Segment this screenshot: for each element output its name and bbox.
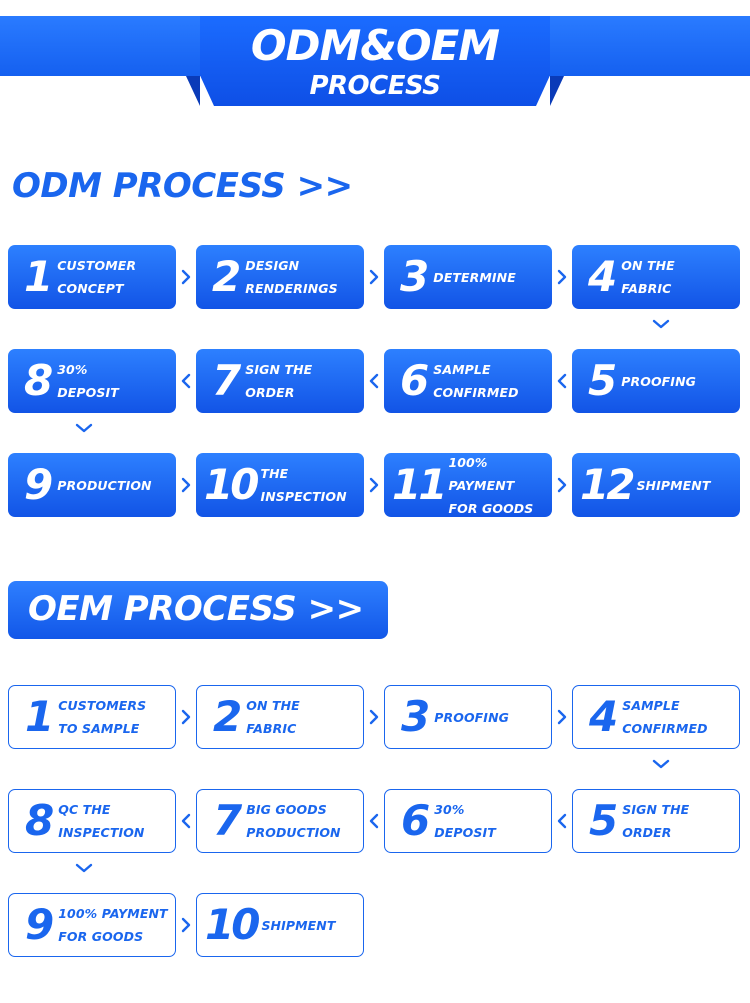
step-number: 9 xyxy=(24,460,53,509)
step-label: PROOFING xyxy=(621,373,696,389)
header-banner: ODM&OEM PROCESS xyxy=(0,0,750,108)
step-number: 3 xyxy=(400,252,429,301)
banner-fold-left xyxy=(186,76,200,106)
step-number: 9 xyxy=(25,900,54,949)
step-number: 4 xyxy=(588,252,617,301)
chevron-down-icon xyxy=(652,319,670,329)
step-label: 30% DEPOSIT xyxy=(57,362,119,400)
oem-heading: OEM PROCESS >> xyxy=(28,589,364,629)
oem-heading-box: OEM PROCESS >> xyxy=(8,581,388,639)
step-number: 8 xyxy=(25,796,54,845)
step-number: 6 xyxy=(400,356,429,405)
step-number: 3 xyxy=(401,692,430,741)
chevron-down-icon xyxy=(75,863,93,873)
chevron-left-icon xyxy=(369,813,379,829)
chevron-right-icon xyxy=(369,269,379,285)
step-number: 2 xyxy=(212,252,241,301)
banner-fold-right xyxy=(550,76,564,106)
step-number: 2 xyxy=(213,692,242,741)
step-label: 100% PAYMENT FOR GOODS xyxy=(58,906,168,944)
odm-heading: ODM PROCESS >> xyxy=(12,166,353,206)
chevron-left-icon xyxy=(557,373,567,389)
chevron-down-icon xyxy=(652,759,670,769)
step-label: SAMPLE CONFIRMED xyxy=(433,362,519,400)
step-number: 6 xyxy=(401,796,430,845)
chevron-left-icon xyxy=(557,813,567,829)
banner-subtitle: PROCESS xyxy=(309,71,441,101)
step-number: 10 xyxy=(205,900,260,949)
chevron-right-icon xyxy=(369,477,379,493)
step-label: BIG GOODS PRODUCTION xyxy=(246,802,341,840)
step-label: PROOFING xyxy=(434,709,509,725)
chevron-right-icon xyxy=(369,709,379,725)
step-label: CUSTOMER CONCEPT xyxy=(57,258,137,296)
step-label: CUSTOMERS TO SAMPLE xyxy=(58,698,147,736)
step-number: 5 xyxy=(589,796,618,845)
step-number: 8 xyxy=(24,356,53,405)
step-label: SHIPMENT xyxy=(261,917,336,933)
chevron-right-icon xyxy=(181,269,191,285)
chevron-left-icon xyxy=(181,813,191,829)
step-label: SHIPMENT xyxy=(636,477,711,493)
step-number: 5 xyxy=(588,356,617,405)
step-number: 11 xyxy=(392,460,447,509)
step-label: SAMPLE CONFIRMED xyxy=(622,698,708,736)
chevron-left-icon xyxy=(369,373,379,389)
banner-title: ODM&OEM xyxy=(250,21,500,70)
chevron-right-icon xyxy=(557,709,567,725)
step-label: 30% DEPOSIT xyxy=(434,802,496,840)
step-label: DETERMINE xyxy=(433,269,516,285)
step-number: 4 xyxy=(589,692,618,741)
step-number: 10 xyxy=(204,460,259,509)
chevron-left-icon xyxy=(181,373,191,389)
step-label: SIGN THE ORDER xyxy=(622,802,690,840)
chevron-right-icon xyxy=(181,917,191,933)
step-label: QC THE INSPECTION xyxy=(58,802,145,840)
step-label: THE INSPECTION xyxy=(260,466,347,504)
chevron-right-icon xyxy=(557,269,567,285)
chevron-down-icon xyxy=(75,423,93,433)
chevron-right-icon xyxy=(557,477,567,493)
step-label: 100% PAYMENT FOR GOODS xyxy=(448,454,534,516)
step-number: 1 xyxy=(24,252,53,301)
step-number: 12 xyxy=(580,460,635,509)
step-label: ON THE FABRIC xyxy=(246,698,300,736)
step-number: 1 xyxy=(25,692,54,741)
step-number: 7 xyxy=(212,356,241,405)
step-label: DESIGN RENDERINGS xyxy=(245,258,338,296)
step-label: PRODUCTION xyxy=(57,477,152,493)
chevron-right-icon xyxy=(181,477,191,493)
banner-tab xyxy=(200,16,550,106)
step-number: 7 xyxy=(213,796,242,845)
chevron-right-icon xyxy=(181,709,191,725)
step-label: SIGN THE ORDER xyxy=(245,362,313,400)
step-label: ON THE FABRIC xyxy=(621,258,675,296)
